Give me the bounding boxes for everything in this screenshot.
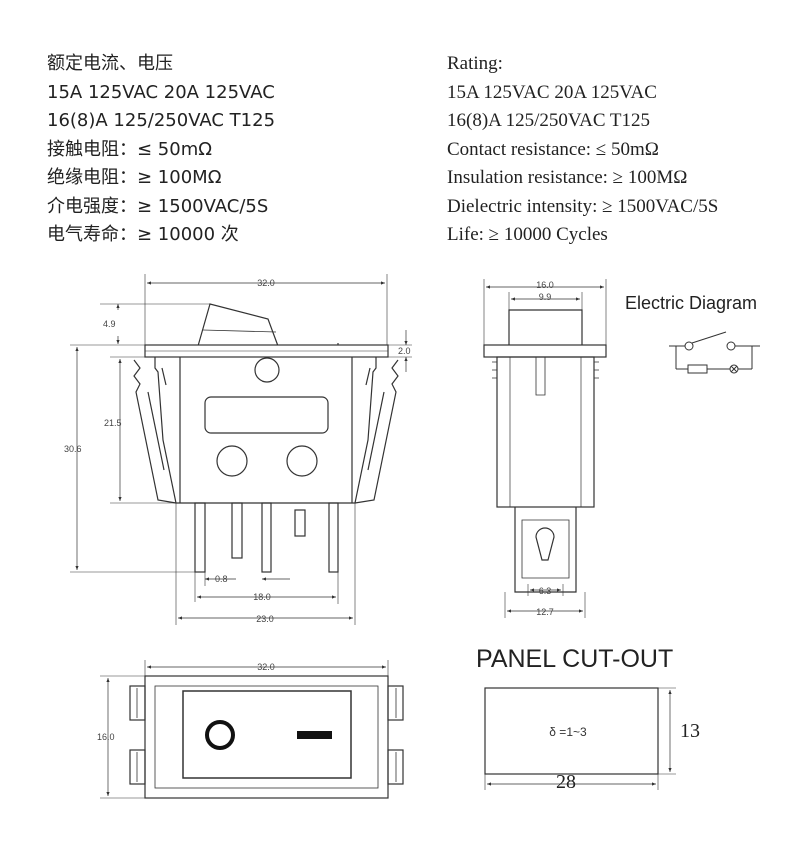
on-symbol-icon xyxy=(297,731,332,739)
spec-en-line: 15A 125VAC 20A 125VAC xyxy=(447,81,657,103)
spec-cn-line: 绝缘电阻：≥ 100MΩ xyxy=(47,167,222,188)
spec-cn-line: 15A 125VAC 20A 125VAC xyxy=(47,81,275,103)
rocker-symbols xyxy=(205,720,332,750)
spec-cn-line: 额定电流、电压 xyxy=(47,53,173,74)
spec-en-line: Contact resistance: ≤ 50mΩ xyxy=(447,138,659,160)
electric-diagram-title: Electric Diagram xyxy=(625,293,757,313)
cutout-rectangle xyxy=(484,687,659,775)
panel-cutout xyxy=(484,687,676,790)
front-base-width-label: 23.0 xyxy=(256,614,274,624)
electric-diagram xyxy=(669,331,760,374)
front-terminal-span-label: 18.0 xyxy=(253,592,271,602)
front-view xyxy=(70,274,412,625)
spec-cn-line: 接触电阻：≤ 50mΩ xyxy=(47,138,212,160)
spec-en-line: 16(8)A 125/250VAC T125 xyxy=(447,110,651,131)
spec-en-line: Life: ≥ 10000 Cycles xyxy=(447,224,608,245)
side-terminal-width-label: 6.3 xyxy=(539,586,552,596)
spec-cn-line: 电气寿命：≥ 10000 次 xyxy=(47,224,239,245)
panel-cutout-title: PANEL CUT-OUT xyxy=(476,645,673,673)
spec-en-line: Dielectric intensity: ≥ 1500VAC/5S xyxy=(447,195,719,217)
specs-english: Rating: 15A 125VAC 20A 125VAC 16(8)A 125… xyxy=(447,50,718,250)
side-rocker-width-label: 9.9 xyxy=(539,292,552,302)
top-view-labels: 32.0 16.0 xyxy=(97,662,275,742)
spec-en-line: Insulation resistance: ≥ 100MΩ xyxy=(447,167,688,188)
front-body-height-label: 21.5 xyxy=(104,418,122,428)
front-rocker-height-label: 4.9 xyxy=(103,319,116,329)
spec-en-line: Rating: xyxy=(447,53,503,74)
front-terminal-thickness-label: 0.8 xyxy=(215,574,228,584)
top-width-label: 32.0 xyxy=(257,662,275,672)
side-view xyxy=(483,279,607,618)
top-height-label: 16.0 xyxy=(97,732,115,742)
specs-chinese: 额定电流、电压 15A 125VAC 20A 125VAC 16(8)A 125… xyxy=(47,50,275,250)
front-width-label: 32.0 xyxy=(257,278,275,288)
panel-cutout-labels: δ =1~3 13 28 xyxy=(549,720,700,793)
spec-cn-line: 16(8)A 125/250VAC T125 xyxy=(47,110,276,131)
side-view-labels: 16.0 9.9 6.3 12.7 xyxy=(536,280,554,617)
front-total-height-label: 30.6 xyxy=(64,444,82,454)
spec-cn-line: 介电强度：≥ 1500VAC/5S xyxy=(47,195,269,217)
panel-thickness-label: δ =1~3 xyxy=(549,725,587,739)
top-view xyxy=(100,660,404,799)
panel-width-label: 28 xyxy=(556,771,576,793)
side-width-label: 16.0 xyxy=(536,280,554,290)
off-symbol-icon xyxy=(205,720,235,750)
front-view-labels: 32.0 4.9 2.0 21.5 30.6 0.8 18.0 23.0 xyxy=(64,278,411,624)
panel-height-label: 13 xyxy=(680,720,700,742)
side-base-width-label: 12.7 xyxy=(536,607,554,617)
front-flange-label: 2.0 xyxy=(398,346,411,356)
